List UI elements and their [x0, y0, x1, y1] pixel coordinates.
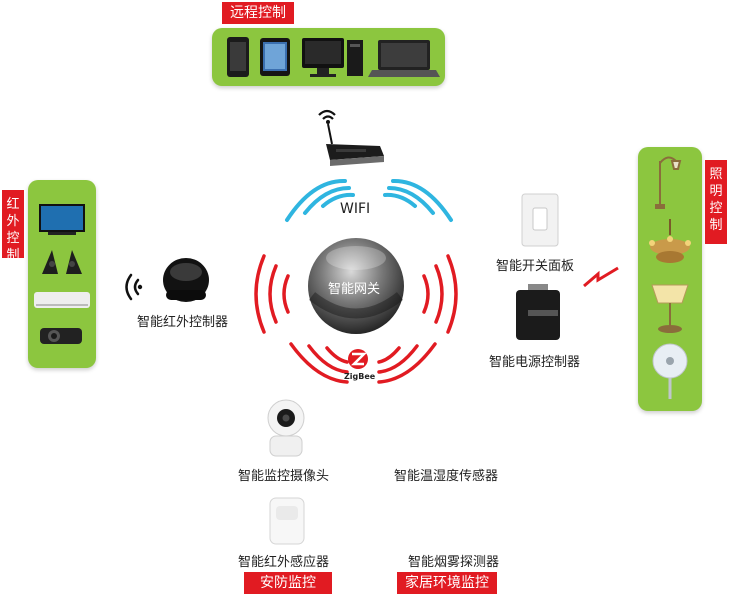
floor-lamp-icon: [655, 156, 682, 209]
camera-label: 智能监控摄像头: [238, 469, 330, 484]
power-controller-device-icon: [516, 284, 560, 340]
ir-controller-device-icon: [163, 258, 209, 302]
switch-panel-label: 智能开关面板: [496, 259, 575, 274]
air-conditioner-icon: [34, 292, 90, 308]
fan-icon: [652, 343, 688, 399]
wireless-router-icon: [318, 109, 384, 166]
smoke-detector-label: 智能烟雾探测器: [408, 555, 500, 570]
remote-control-tag: 远程控制: [222, 2, 294, 24]
ir-sensor-device-icon: [269, 497, 305, 545]
power-controller-label: 智能电源控制器: [489, 355, 581, 370]
wifi-signal-waves: [285, 178, 453, 222]
ir-controller-label: 智能红外控制器: [137, 315, 229, 330]
ir-sensor-label: 智能红外感应器: [238, 555, 330, 570]
lighting-control-tag-text: 照明控制: [709, 167, 723, 233]
tv-icon: [39, 204, 85, 235]
camera-device-icon: [267, 399, 305, 457]
security-monitoring-tag: 安防监控: [244, 572, 332, 594]
remote-devices-panel: [212, 28, 445, 86]
zigbee-logo-icon: [348, 349, 368, 369]
speakers-icon: [42, 250, 82, 274]
laptop-icon: [368, 40, 440, 77]
temp-humidity-label: 智能温湿度传感器: [394, 469, 499, 484]
right-signal-waves: [422, 254, 458, 334]
zigbee-signal-waves: [289, 342, 437, 384]
switch-panel-device-icon: [521, 193, 559, 247]
smart-gateway-sphere: [308, 238, 404, 334]
smartphone-icon: [227, 37, 249, 77]
lighting-control-tag: 照明控制: [705, 160, 727, 244]
remote-devices-icons: [227, 37, 440, 77]
table-lamp-icon: [651, 284, 689, 333]
wireless-bolt-icon: [583, 266, 619, 288]
gateway-label: 智能网关: [328, 282, 381, 297]
wifi-label: WIFI: [340, 201, 371, 217]
desktop-computer-icon: [302, 38, 363, 77]
infrared-devices-panel: [28, 180, 96, 368]
home-environment-tag: 家居环境监控: [397, 572, 497, 594]
ir-signal-icon: [125, 273, 143, 301]
infrared-control-tag: 红外控制: [2, 190, 24, 263]
tablet-icon: [260, 38, 290, 76]
chandelier-icon: [649, 219, 691, 263]
infrared-control-tag-text: 红外控制: [6, 197, 20, 263]
lighting-devices-icons: [649, 156, 691, 399]
left-signal-waves: [254, 254, 290, 334]
infrared-devices-icons: [34, 204, 90, 344]
zigbee-label: ZigBee: [344, 372, 376, 381]
projector-icon: [40, 328, 82, 344]
lighting-devices-panel: [638, 147, 702, 411]
